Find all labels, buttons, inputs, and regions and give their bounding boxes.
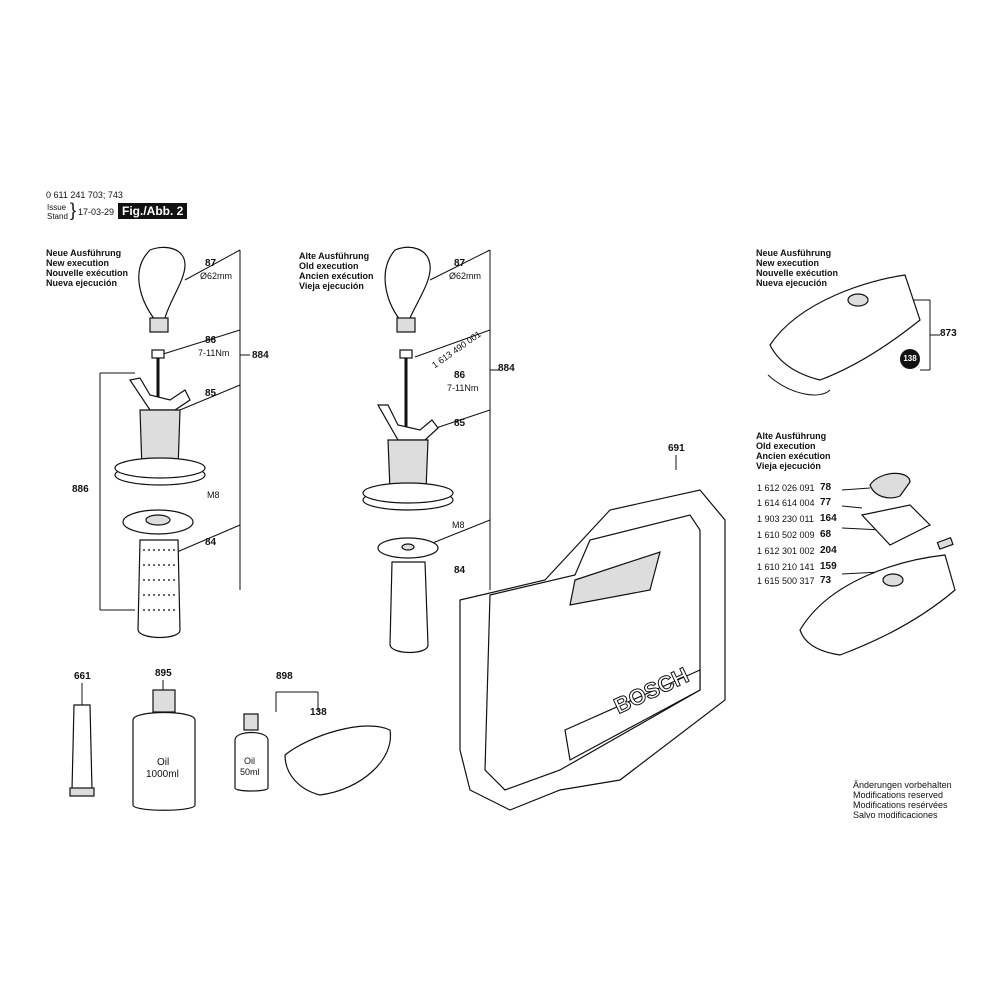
label-691: 691	[668, 443, 685, 454]
case-drawing	[459, 455, 726, 811]
label-886: 886	[72, 484, 89, 495]
label-87-mid: 87	[454, 258, 466, 269]
figure-label: Fig./Abb. 2	[118, 203, 188, 219]
label-m8-left: M8	[207, 490, 220, 500]
label-84-left: 84	[205, 537, 217, 548]
oil-big-label: Oil	[157, 757, 170, 768]
label-d62-left: Ø62mm	[200, 271, 233, 281]
part-number: 0 611 241 703; 743	[46, 190, 123, 200]
label-898: 898	[276, 671, 293, 682]
stand-label: Stand	[47, 212, 68, 221]
label-138-bottom: 138	[310, 707, 327, 718]
oil-big-volume: 1000ml	[146, 769, 179, 780]
oil-small-volume: 50ml	[240, 767, 260, 777]
oil-small-label: Oil	[244, 756, 255, 766]
label-86-left: 86	[205, 335, 217, 346]
issue-date: 17-03-29	[78, 207, 115, 217]
label-86-mid: 86	[454, 370, 466, 381]
left-handle-leaders	[99, 249, 250, 611]
cover-new-drawing	[767, 274, 940, 396]
label-d62-mid: Ø62mm	[449, 271, 482, 281]
label-873: 873	[940, 328, 957, 339]
label-884-left: 884	[252, 350, 269, 361]
label-85-left: 85	[205, 388, 217, 399]
brace-glyph: }	[70, 200, 77, 220]
label-661: 661	[74, 671, 91, 682]
issue-label: Issue	[47, 203, 67, 212]
label-85-mid: 85	[454, 418, 466, 429]
label-87-left: 87	[205, 258, 217, 269]
cover-old-drawing	[799, 472, 956, 656]
label-84-mid: 84	[454, 565, 466, 576]
label-torque-mid: 7-11Nm	[447, 383, 479, 393]
label-895: 895	[155, 668, 172, 679]
mid-handle-assembly	[362, 246, 454, 654]
consumables-drawing	[69, 680, 391, 811]
left-handle-assembly	[114, 246, 206, 639]
label-m8-mid: M8	[452, 520, 465, 530]
label-torque-left: 7-11Nm	[198, 348, 230, 358]
label-138-circle: 138	[900, 349, 920, 369]
label-884-mid: 884	[498, 363, 515, 374]
